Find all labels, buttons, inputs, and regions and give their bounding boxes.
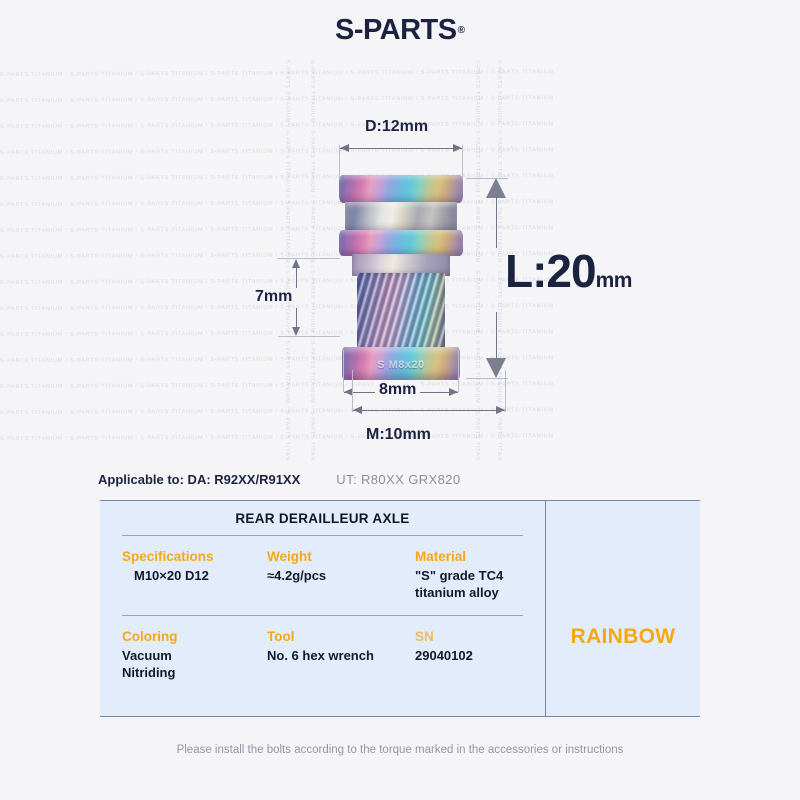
bolt-base-flange: S M8x20 — [342, 347, 460, 380]
extension-line — [352, 370, 353, 412]
brand-header: S-PARTS® — [0, 14, 800, 47]
dimension-label-thread-length: 7mm — [255, 288, 293, 305]
arrow-right-icon — [453, 144, 462, 152]
specification-table: REAR DERAILLEUR AXLE Specifications M10×… — [100, 500, 700, 717]
arrow-right-icon — [496, 406, 505, 414]
dimension-line-length-upper — [496, 196, 497, 248]
dimension-line-diameter — [340, 148, 462, 149]
dimension-label-thread-spec: M:10mm — [366, 426, 431, 443]
extension-line — [466, 378, 508, 379]
applicable-primary: Applicable to: DA: R92XX/R91XX — [98, 472, 301, 487]
spec-cell-tool: Tool No. 6 hex wrench — [267, 628, 415, 681]
applicable-models: Applicable to: DA: R92XX/R91XX UT: R80XX … — [98, 472, 460, 487]
applicable-secondary: UT: R80XX GRX820 — [336, 472, 461, 487]
color-option-label: RAINBOW — [570, 625, 676, 648]
product-dimension-stage: S M8x20 D:12mm L:20mm 7mm 8mm M:10mm — [255, 118, 632, 443]
bolt-neck — [352, 254, 450, 276]
extension-line — [278, 336, 340, 337]
registered-trademark-icon: ® — [457, 24, 465, 36]
extension-line — [458, 350, 459, 392]
dimension-line-thread-upper — [296, 266, 297, 288]
arrow-left-icon — [340, 144, 349, 152]
spec-table-vertical-divider — [545, 501, 546, 716]
spec-label: Specifications — [122, 549, 214, 564]
arrow-up-icon — [292, 259, 300, 268]
spec-value: No. 6 hex wrench — [267, 648, 374, 663]
dimension-label-diameter: D:12mm — [365, 118, 429, 135]
spec-label: SN — [415, 629, 434, 644]
dimension-label-shank: 8mm — [375, 381, 421, 399]
bolt-threaded-shaft — [357, 273, 445, 351]
bolt-head-knurl — [345, 202, 457, 232]
spec-value: "S" grade TC4 titanium alloy — [415, 568, 504, 600]
extension-line — [339, 145, 340, 179]
spec-cell-specifications: Specifications M10×20 D12 — [100, 548, 267, 601]
bolt-head-lower-flange — [339, 230, 463, 256]
spec-table-title: REAR DERAILLEUR AXLE — [235, 511, 410, 526]
length-value: L:20 — [505, 245, 597, 297]
spec-cell-material: Material "S" grade TC4 titanium alloy — [415, 548, 503, 601]
extension-line — [278, 258, 340, 259]
arrow-left-icon — [353, 406, 362, 414]
footer-note: Please install the bolts according to th… — [176, 744, 624, 756]
bolt-engraving-text: S M8x20 — [377, 359, 425, 371]
extension-line — [505, 370, 506, 412]
spec-label: Material — [415, 549, 467, 564]
dimension-line-thread-spec — [353, 410, 505, 411]
spec-cell-weight: Weight ≈4.2g/pcs — [267, 548, 415, 601]
spec-label: Weight — [267, 549, 312, 564]
spec-row-1: Specifications M10×20 D12 Weight ≈4.2g/p… — [100, 536, 545, 601]
spec-value: 29040102 — [415, 648, 473, 663]
spec-row-2: Coloring Vacuum Nitriding Tool No. 6 hex… — [100, 616, 545, 681]
arrow-down-icon — [292, 327, 300, 336]
arrow-right-icon — [449, 388, 458, 396]
spec-cell-sn: SN 29040102 — [415, 628, 473, 681]
arrow-left-icon — [344, 388, 353, 396]
spec-label: Tool — [267, 629, 295, 644]
color-option-panel: RAINBOW — [546, 501, 700, 716]
brand-name: S-PARTS — [334, 14, 457, 46]
spec-table-main: REAR DERAILLEUR AXLE Specifications M10×… — [100, 501, 545, 716]
length-unit: mm — [595, 269, 633, 292]
spec-value: ≈4.2g/pcs — [267, 568, 327, 583]
extension-line — [462, 145, 463, 179]
bolt-product-image: S M8x20 — [339, 175, 463, 380]
dimension-label-length: L:20mm — [505, 248, 632, 294]
spec-label: Coloring — [122, 629, 178, 644]
dimension-line-length-lower — [496, 312, 497, 360]
spec-divider — [122, 535, 523, 536]
spec-cell-coloring: Coloring Vacuum Nitriding — [100, 628, 267, 681]
spec-value: Vacuum Nitriding — [122, 648, 176, 680]
dimension-line-thread-lower — [296, 308, 297, 328]
arrow-up-icon — [486, 178, 506, 198]
bolt-head-top-flange — [339, 175, 463, 203]
spec-value: M10×20 D12 — [134, 568, 209, 583]
arrow-down-icon — [486, 358, 506, 378]
extension-line — [343, 350, 344, 392]
spec-divider — [122, 615, 523, 616]
